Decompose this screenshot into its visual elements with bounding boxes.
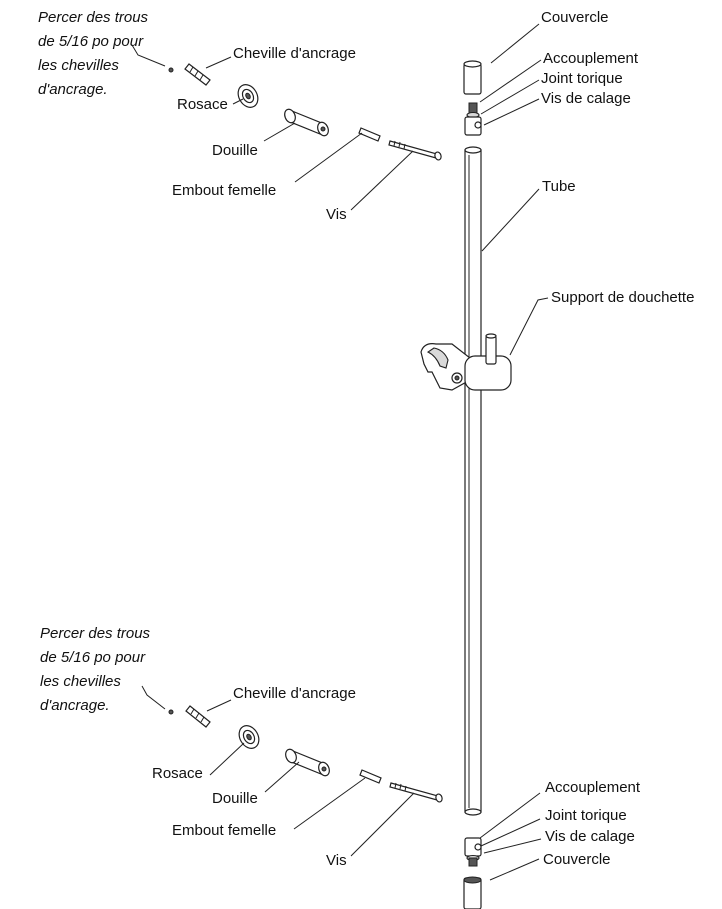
top-bushing-part: [284, 108, 329, 137]
drill-note-top-line-4: d'ancrage.: [38, 81, 108, 98]
label-vis-de-calage-top: Vis de calage: [541, 90, 631, 107]
tube-part: [464, 146, 482, 816]
bottom-rosette-part: [238, 725, 260, 749]
bottom-female-insert-part: [359, 769, 382, 784]
top-drill-hole: [168, 67, 174, 73]
label-tube: Tube: [542, 178, 576, 195]
drill-note-top: Percer des trous de 5/16 po pour les che…: [38, 6, 148, 102]
drill-note-top-line-2: de 5/16 po pour: [38, 33, 144, 50]
top-coupling-part: [464, 102, 482, 136]
label-rosace-top: Rosace: [177, 96, 228, 113]
bottom-cap-part: [463, 876, 482, 909]
label-couvercle-bottom: Couvercle: [543, 851, 611, 868]
label-vis-top: Vis: [326, 206, 347, 223]
label-douille-top: Douille: [212, 142, 258, 159]
label-cheville-top: Cheville d'ancrage: [233, 45, 356, 62]
top-anchor-part: [184, 63, 211, 86]
label-embout-femelle-top: Embout femelle: [172, 182, 277, 199]
label-rosace-bottom: Rosace: [152, 765, 203, 782]
label-joint-torique-bottom: Joint torique: [545, 807, 627, 824]
top-rosette-part: [237, 84, 259, 108]
drill-note-bottom: Percer des trous de 5/16 po pour les che…: [40, 622, 150, 718]
label-embout-femelle-bottom: Embout femelle: [172, 822, 277, 839]
label-couvercle-top: Couvercle: [541, 9, 609, 26]
label-support-de-douchette: Support de douchette: [551, 289, 695, 306]
bottom-screw-part: [389, 782, 443, 803]
top-female-insert-part: [358, 127, 381, 142]
drill-note-top-line-1: Percer des trous: [38, 9, 149, 26]
label-joint-torique-top: Joint torique: [541, 70, 623, 87]
label-vis-de-calage-bottom: Vis de calage: [545, 828, 635, 845]
leader-lines: [131, 23, 549, 881]
drill-note-bottom-line-4: d'ancrage.: [40, 697, 110, 714]
bottom-bushing-part: [285, 748, 330, 777]
label-accouplement-top: Accouplement: [543, 50, 639, 67]
bottom-anchor-part: [185, 705, 211, 728]
bottom-drill-hole: [168, 709, 174, 715]
top-cap-part: [463, 60, 482, 95]
top-screw-part: [388, 140, 442, 161]
label-cheville-bottom: Cheville d'ancrage: [233, 685, 356, 702]
label-vis-bottom: Vis: [326, 852, 347, 869]
drill-note-top-line-3: les chevilles: [38, 57, 119, 74]
drill-note-bottom-line-3: les chevilles: [40, 673, 121, 690]
bottom-coupling-part: [464, 837, 482, 867]
drill-note-bottom-line-1: Percer des trous: [40, 625, 151, 642]
label-douille-bottom: Douille: [212, 790, 258, 807]
drill-note-bottom-line-2: de 5/16 po pour: [40, 649, 146, 666]
label-accouplement-bottom: Accouplement: [545, 779, 641, 796]
shower-holder-part: [420, 333, 512, 391]
